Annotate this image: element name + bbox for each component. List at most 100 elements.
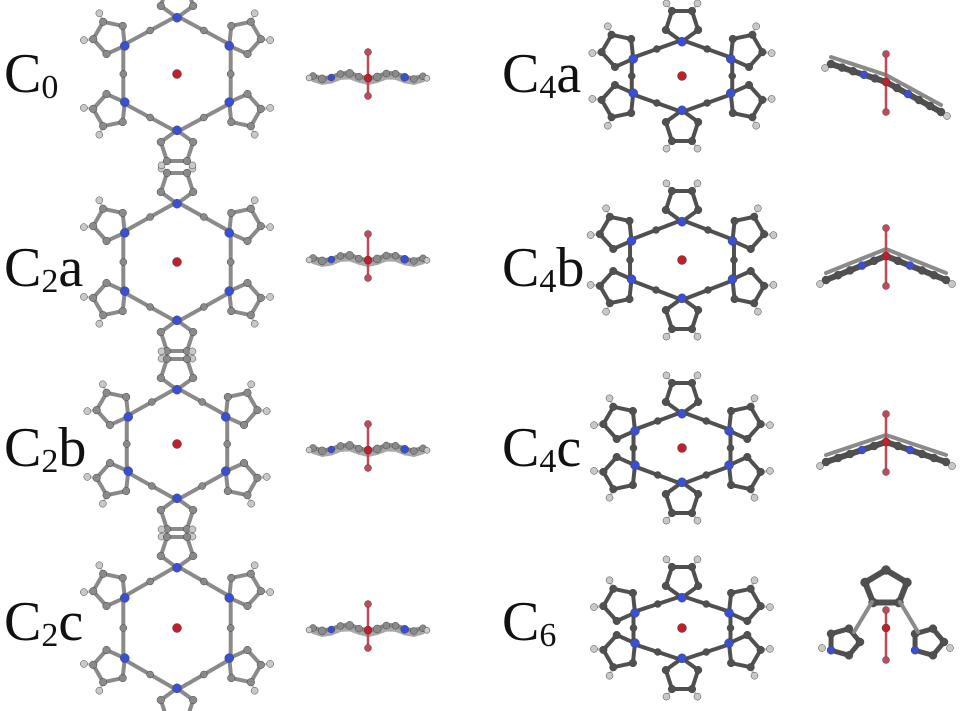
carbon-atom <box>182 168 192 177</box>
hydrogen-atom <box>662 179 671 188</box>
carbon-atom <box>612 616 621 626</box>
carbon-atom <box>743 616 752 626</box>
metal-atom <box>881 623 891 633</box>
nitrogen-atom <box>677 477 687 488</box>
nitrogen-atom <box>224 97 234 107</box>
hydrogen-atom <box>80 104 88 112</box>
carbon-atom <box>156 373 165 383</box>
atom <box>929 270 939 280</box>
nitrogen-atom <box>727 236 738 246</box>
bond <box>920 445 936 453</box>
carbon-atom <box>860 577 870 588</box>
atom <box>382 621 391 630</box>
carbon-atom <box>99 678 108 687</box>
carbon-atom <box>704 286 712 294</box>
hydrogen-atom <box>80 223 88 231</box>
carbon-atom <box>118 673 127 683</box>
carbon-atom <box>595 230 604 239</box>
carbon-atom <box>703 45 711 53</box>
carbon-atom <box>750 212 759 221</box>
carbon-atom <box>667 509 677 518</box>
carbon-atom <box>687 186 697 195</box>
carbon-atom <box>146 303 154 311</box>
atom <box>821 275 831 285</box>
hydrogen-atom <box>423 447 431 454</box>
atom <box>903 89 913 99</box>
hydrogen-atom <box>157 161 166 170</box>
carbon-atom <box>667 685 677 694</box>
carbon-atom <box>239 420 249 430</box>
nitrogen-atom <box>677 653 687 664</box>
nitrogen-atom <box>626 236 637 246</box>
carbon-atom <box>146 577 154 586</box>
carbon-atom <box>667 378 677 387</box>
carbon-atom <box>146 670 154 679</box>
nitrogen-atom <box>120 41 130 51</box>
carbon-atom <box>607 113 616 122</box>
nitrogen-atom <box>727 274 738 284</box>
atom <box>821 457 831 467</box>
carbon-atom <box>119 624 128 632</box>
carbon-atom <box>654 471 662 479</box>
atom <box>317 446 327 456</box>
atom <box>905 261 915 270</box>
hydrogen-atom <box>250 196 259 205</box>
hydrogen-atom <box>99 499 107 508</box>
carbon-atom <box>597 48 606 57</box>
carbon-atom <box>687 378 697 387</box>
carbon-atom <box>182 354 192 363</box>
hydrogen-atom <box>662 332 671 341</box>
atom <box>914 95 924 105</box>
nitrogen-atom <box>677 105 687 116</box>
hydrogen-atom <box>95 319 104 328</box>
nitrogen-atom <box>120 653 130 663</box>
carbon-atom <box>123 440 131 448</box>
carbon-atom <box>661 665 670 675</box>
carbon-atom <box>148 398 156 406</box>
hydrogen-atom <box>305 256 313 264</box>
carbon-atom <box>89 587 98 596</box>
carbon-atom <box>743 630 752 640</box>
metal-atom <box>172 257 182 267</box>
axial-atom <box>882 606 890 614</box>
bond <box>411 78 425 85</box>
atom <box>327 625 336 634</box>
hydrogen-atom <box>590 603 598 611</box>
carbon-atom <box>256 222 265 231</box>
metal-atom <box>363 73 373 83</box>
atom <box>941 457 951 467</box>
atom <box>925 101 935 111</box>
carbon-atom <box>243 278 252 288</box>
molecule-c2a-top <box>80 161 274 363</box>
carbon-atom <box>652 226 660 234</box>
carbon-atom <box>243 388 252 397</box>
bond <box>896 251 912 261</box>
nitrogen-atom <box>630 426 640 436</box>
carbon-atom <box>654 648 662 656</box>
hydrogen-atom <box>266 588 274 596</box>
hydrogen-atom <box>266 660 274 668</box>
carbon-atom <box>727 658 736 668</box>
carbon-atom <box>156 187 165 197</box>
carbon-atom <box>702 471 710 479</box>
carbon-atom <box>609 244 618 254</box>
carbon-atom <box>92 473 101 482</box>
atom <box>327 255 336 264</box>
carbon-atom <box>612 630 621 640</box>
carbon-atom <box>687 325 697 334</box>
hydrogen-atom <box>662 144 671 153</box>
hydrogen-atom <box>80 588 88 596</box>
hydrogen-atom <box>157 347 166 356</box>
axial-atom <box>364 420 372 428</box>
carbon-atom <box>612 434 621 444</box>
carbon-atom <box>748 113 757 122</box>
hydrogen-atom <box>605 493 614 502</box>
molecule-c4b-top <box>586 179 778 341</box>
carbon-atom <box>105 420 115 430</box>
carbon-atom <box>626 256 634 264</box>
hydrogen-atom <box>95 130 104 139</box>
bond <box>908 441 924 449</box>
hydrogen-atom <box>305 626 313 634</box>
carbon-atom <box>667 325 677 334</box>
